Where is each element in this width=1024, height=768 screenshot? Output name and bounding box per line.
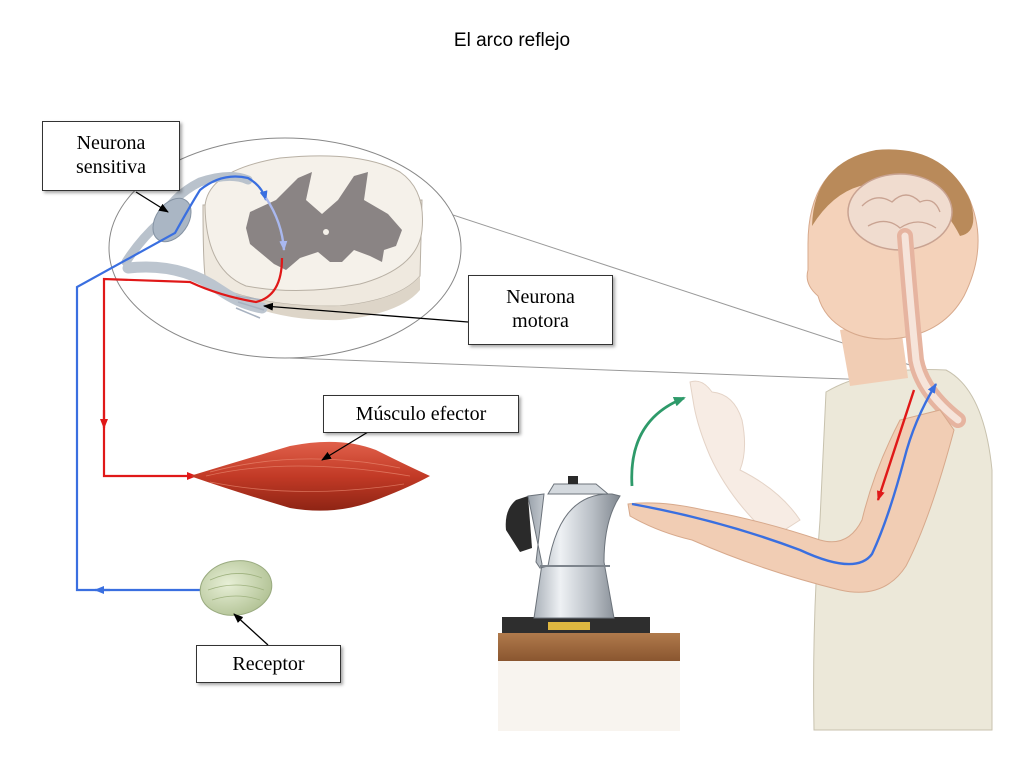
sensory-pathway-line	[75, 175, 268, 592]
label-motor-neuron-line2: motora	[512, 310, 569, 332]
pointer-motor-neuron	[263, 302, 469, 323]
interneuron-pathway	[265, 197, 288, 251]
label-sensory-neuron-line1: Neurona	[76, 132, 146, 154]
label-effector-muscle: Músculo efector	[323, 395, 519, 433]
arm-motor-pathway	[876, 389, 916, 501]
motor-pathway	[100, 257, 284, 480]
withdrawal-arrow	[630, 396, 686, 487]
diagram-title: El arco reflejo	[453, 30, 571, 51]
pointer-receptor	[233, 613, 269, 646]
boy-figure	[627, 149, 993, 731]
label-receptor: Receptor	[196, 645, 341, 683]
pointer-effector-muscle	[321, 431, 369, 461]
effector-muscle	[190, 441, 430, 511]
label-sensory-neuron: Neurona sensitiva	[42, 121, 180, 191]
label-motor-neuron: Neurona motora	[468, 275, 613, 345]
pointer-sensory-neuron	[135, 191, 169, 213]
sensory-pathway	[75, 175, 288, 594]
receptor	[199, 560, 273, 616]
stove-counter	[498, 617, 680, 731]
coffee-pot	[505, 476, 621, 619]
label-sensory-neuron-line2: sensitiva	[76, 156, 146, 178]
motor-pathway-line	[102, 257, 284, 480]
arm-sensory-pathway	[631, 383, 938, 566]
label-motor-neuron-line1: Neurona	[506, 286, 575, 308]
label-pointers	[135, 191, 469, 646]
